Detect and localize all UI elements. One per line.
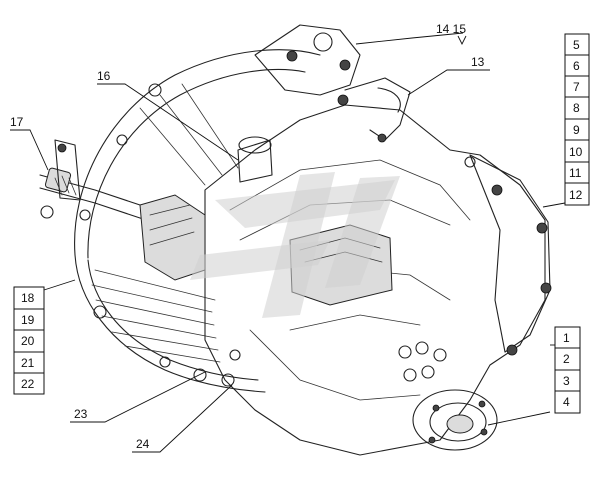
- callout-7-text: 7: [573, 80, 580, 94]
- clutch-actuator: [39, 139, 206, 281]
- callout-14-15: 14 15: [436, 22, 466, 36]
- callout-20-text: 20: [21, 334, 35, 348]
- callout-10-text: 10: [569, 145, 583, 159]
- callout-column-5-12: 5 6 7 8 9 10 11 12: [564, 33, 590, 206]
- callout-4-text: 4: [563, 395, 570, 409]
- callout-3-text: 3: [563, 374, 570, 388]
- watermark-logo-icon: [190, 172, 400, 318]
- callout-17-text: 17: [10, 115, 24, 129]
- callout-16: 16: [97, 69, 111, 83]
- callout-24: 24: [136, 437, 150, 451]
- callout-5-text: 5: [573, 38, 580, 52]
- callout-13: 13: [471, 55, 485, 69]
- callout-24-text: 24: [136, 437, 150, 451]
- callout-12-text: 12: [569, 188, 583, 202]
- callout-6-text: 6: [573, 59, 580, 73]
- callout-1-text: 1: [563, 331, 570, 345]
- callout-17: 17: [10, 115, 24, 129]
- callout-21-text: 21: [21, 356, 35, 370]
- callout-11-text: 11: [569, 166, 582, 180]
- leader-lines: [10, 32, 566, 453]
- callout-23-text: 23: [74, 407, 88, 421]
- callout-23: 23: [74, 407, 88, 421]
- callout-13-text: 13: [471, 55, 485, 69]
- callout-19-text: 19: [21, 313, 35, 327]
- callout-9-text: 9: [573, 123, 580, 137]
- gearbox-assembly-icon: [39, 24, 552, 456]
- callout-8-text: 8: [573, 101, 580, 115]
- callout-column-1-4: 1 2 3 4: [554, 326, 581, 414]
- callout-14-15-text: 14 15: [436, 22, 466, 36]
- callout-18-text: 18: [21, 291, 35, 305]
- callout-2-text: 2: [563, 352, 570, 366]
- callout-column-18-22: 18 19 20 21 22: [13, 286, 45, 395]
- callout-22-text: 22: [21, 377, 35, 391]
- callout-16-text: 16: [97, 69, 111, 83]
